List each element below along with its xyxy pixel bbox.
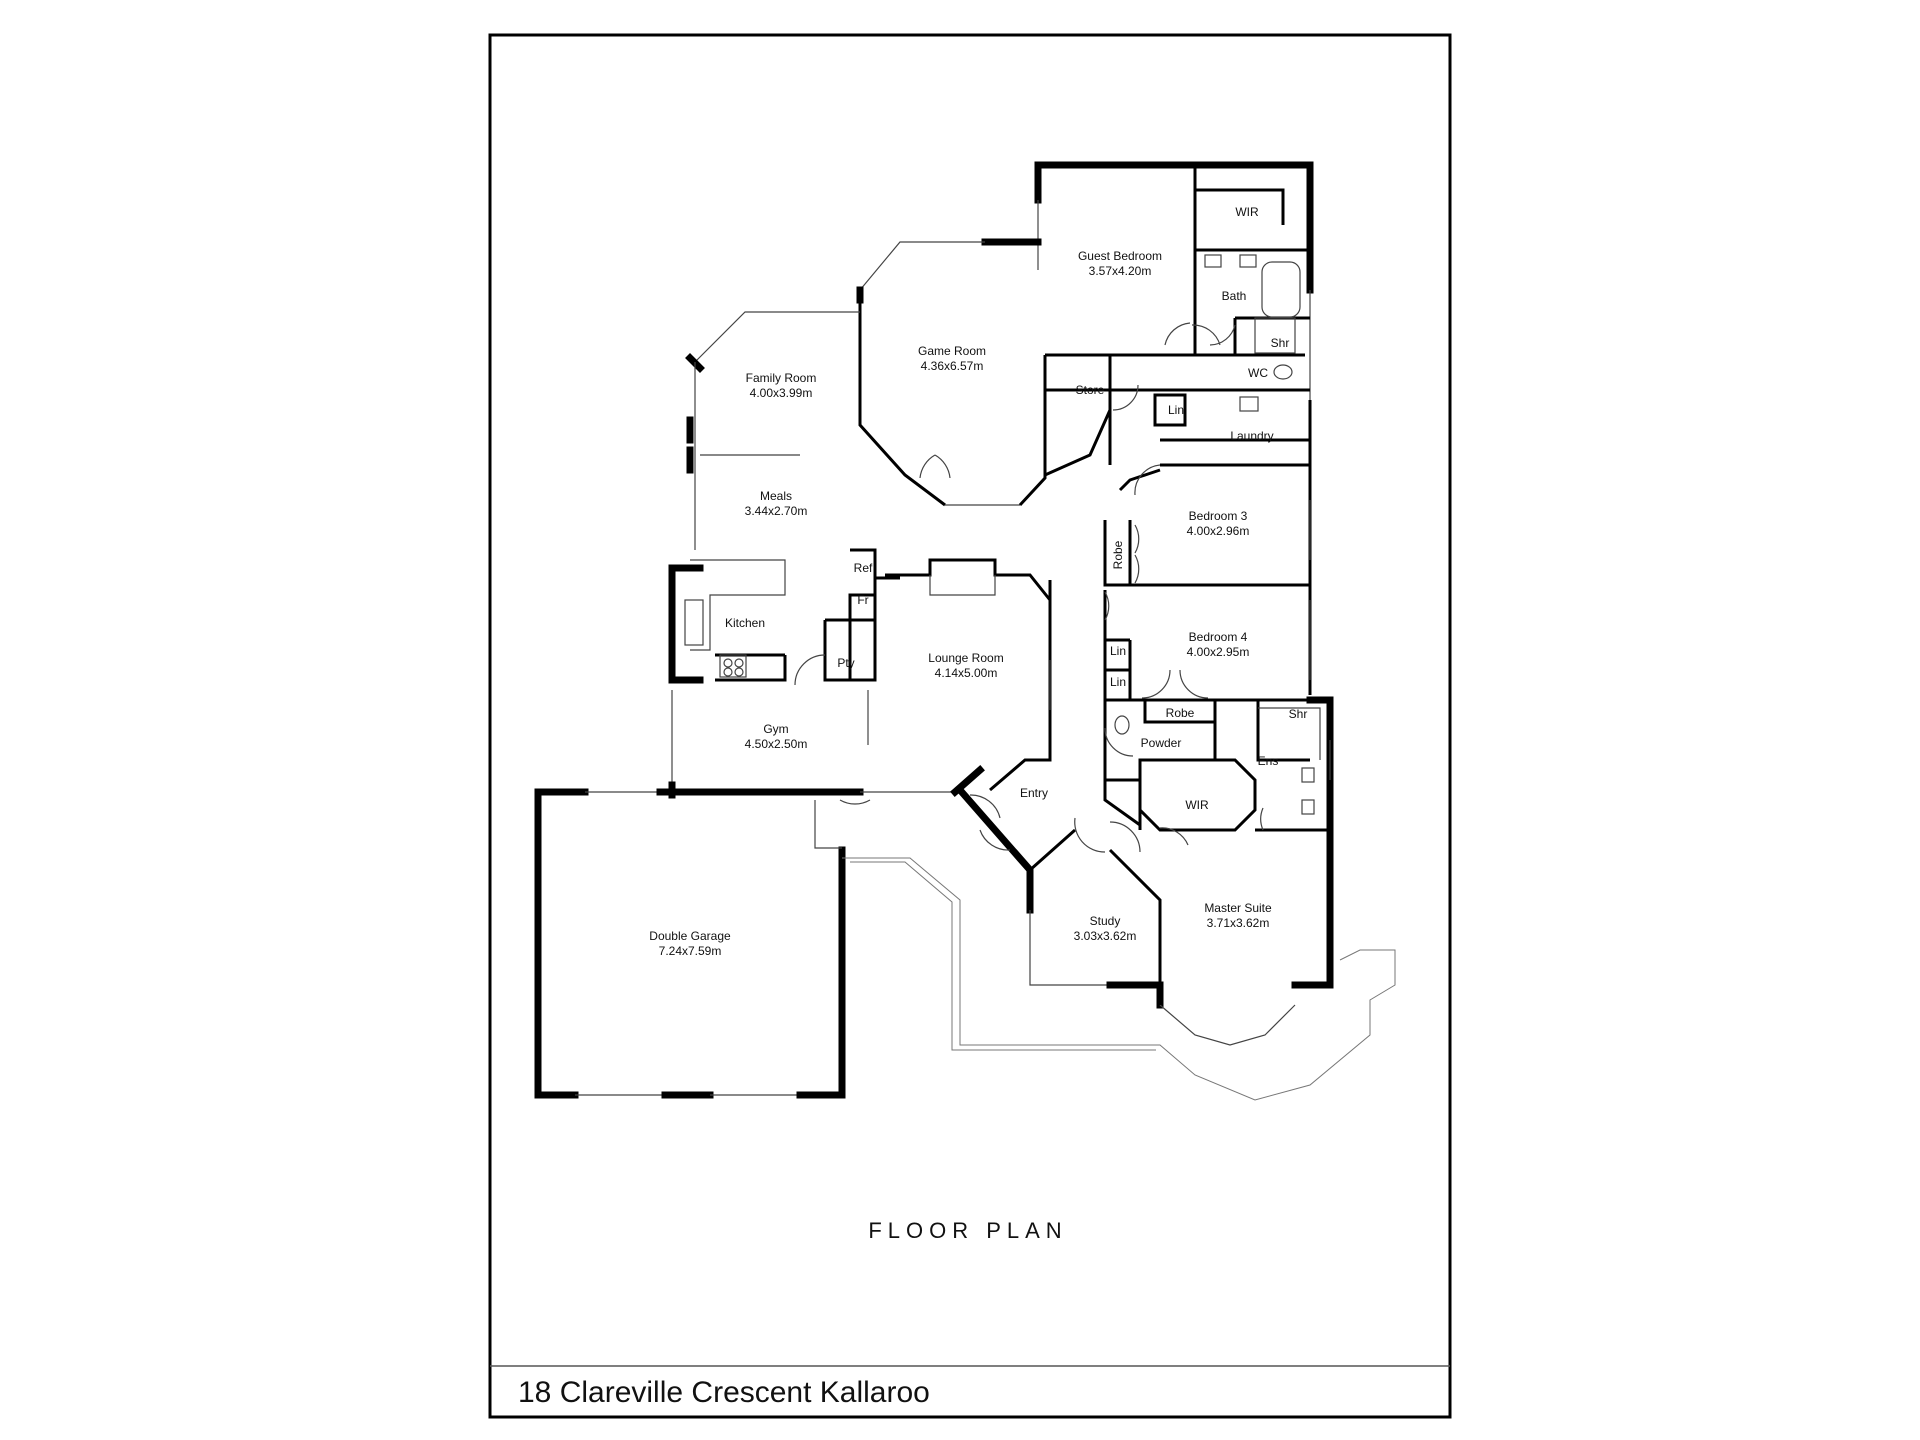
lounge-room-size: 4.14x5.00m: [935, 666, 998, 680]
meals-name: Meals: [760, 489, 792, 503]
wir-master-label: WIR: [1185, 798, 1209, 812]
exterior-walls: [534, 161, 1334, 1099]
laundry-label: Laundry: [1230, 429, 1273, 443]
property-address: 18 Clareville Crescent Kallaroo: [518, 1376, 930, 1409]
fixtures: [684, 254, 1321, 815]
robe-bed4-label: Robe: [1166, 706, 1195, 720]
robe-bed3-label: Robe: [1111, 540, 1125, 569]
bedroom4-name: Bedroom 4: [1189, 630, 1248, 644]
bedroom4-size: 4.00x2.95m: [1187, 645, 1250, 659]
page-frame: [488, 33, 1452, 1419]
ref-label: Ref: [854, 561, 873, 575]
meals-size: 3.44x2.70m: [745, 504, 808, 518]
study-size: 3.03x3.62m: [1074, 929, 1137, 943]
kitchen-name: Kitchen: [725, 616, 765, 630]
master-suite-size: 3.71x3.62m: [1207, 916, 1270, 930]
bedroom3-name: Bedroom 3: [1189, 509, 1248, 523]
interior-walls: [715, 165, 1330, 1005]
game-room-name: Game Room: [918, 344, 986, 358]
lin-laundry-label: Lin: [1168, 403, 1184, 417]
guest-bedroom-size: 3.57x4.20m: [1089, 264, 1152, 278]
store-label: Store: [1076, 383, 1105, 397]
ens-label: Ens: [1258, 754, 1279, 768]
door-swings: [794, 322, 1264, 853]
family-room-name: Family Room: [746, 371, 817, 385]
bedroom3-size: 4.00x2.96m: [1187, 524, 1250, 538]
outdoor-areas: [814, 800, 1396, 1101]
double-garage-size: 7.24x7.59m: [659, 944, 722, 958]
gym-name: Gym: [763, 722, 788, 736]
pty-label: Pty: [837, 656, 854, 670]
gym-size: 4.50x2.50m: [745, 737, 808, 751]
game-room-size: 4.36x6.57m: [921, 359, 984, 373]
wir-guest-label: WIR: [1235, 205, 1259, 219]
guest-bedroom-name: Guest Bedroom: [1078, 249, 1162, 263]
family-room-size: 4.00x3.99m: [750, 386, 813, 400]
powder-label: Powder: [1141, 736, 1182, 750]
lin1-label: Lin: [1110, 644, 1126, 658]
room-labels: Guest Bedroom 3.57x4.20m Game Room 4.36x…: [649, 205, 1307, 958]
floor-plan-heading: FLOOR PLAN: [868, 1218, 1067, 1243]
entry-label: Entry: [1020, 786, 1048, 800]
double-garage-name: Double Garage: [649, 929, 731, 943]
fr-label: Fr: [857, 593, 868, 607]
lounge-room-name: Lounge Room: [928, 651, 1003, 665]
study-name: Study: [1090, 914, 1121, 928]
master-suite-name: Master Suite: [1204, 901, 1272, 915]
bath-label: Bath: [1222, 289, 1247, 303]
lin2-label: Lin: [1110, 675, 1126, 689]
shr-ens-label: Shr: [1289, 707, 1308, 721]
wc-label: WC: [1248, 366, 1268, 380]
shr-guest-label: Shr: [1271, 336, 1290, 350]
